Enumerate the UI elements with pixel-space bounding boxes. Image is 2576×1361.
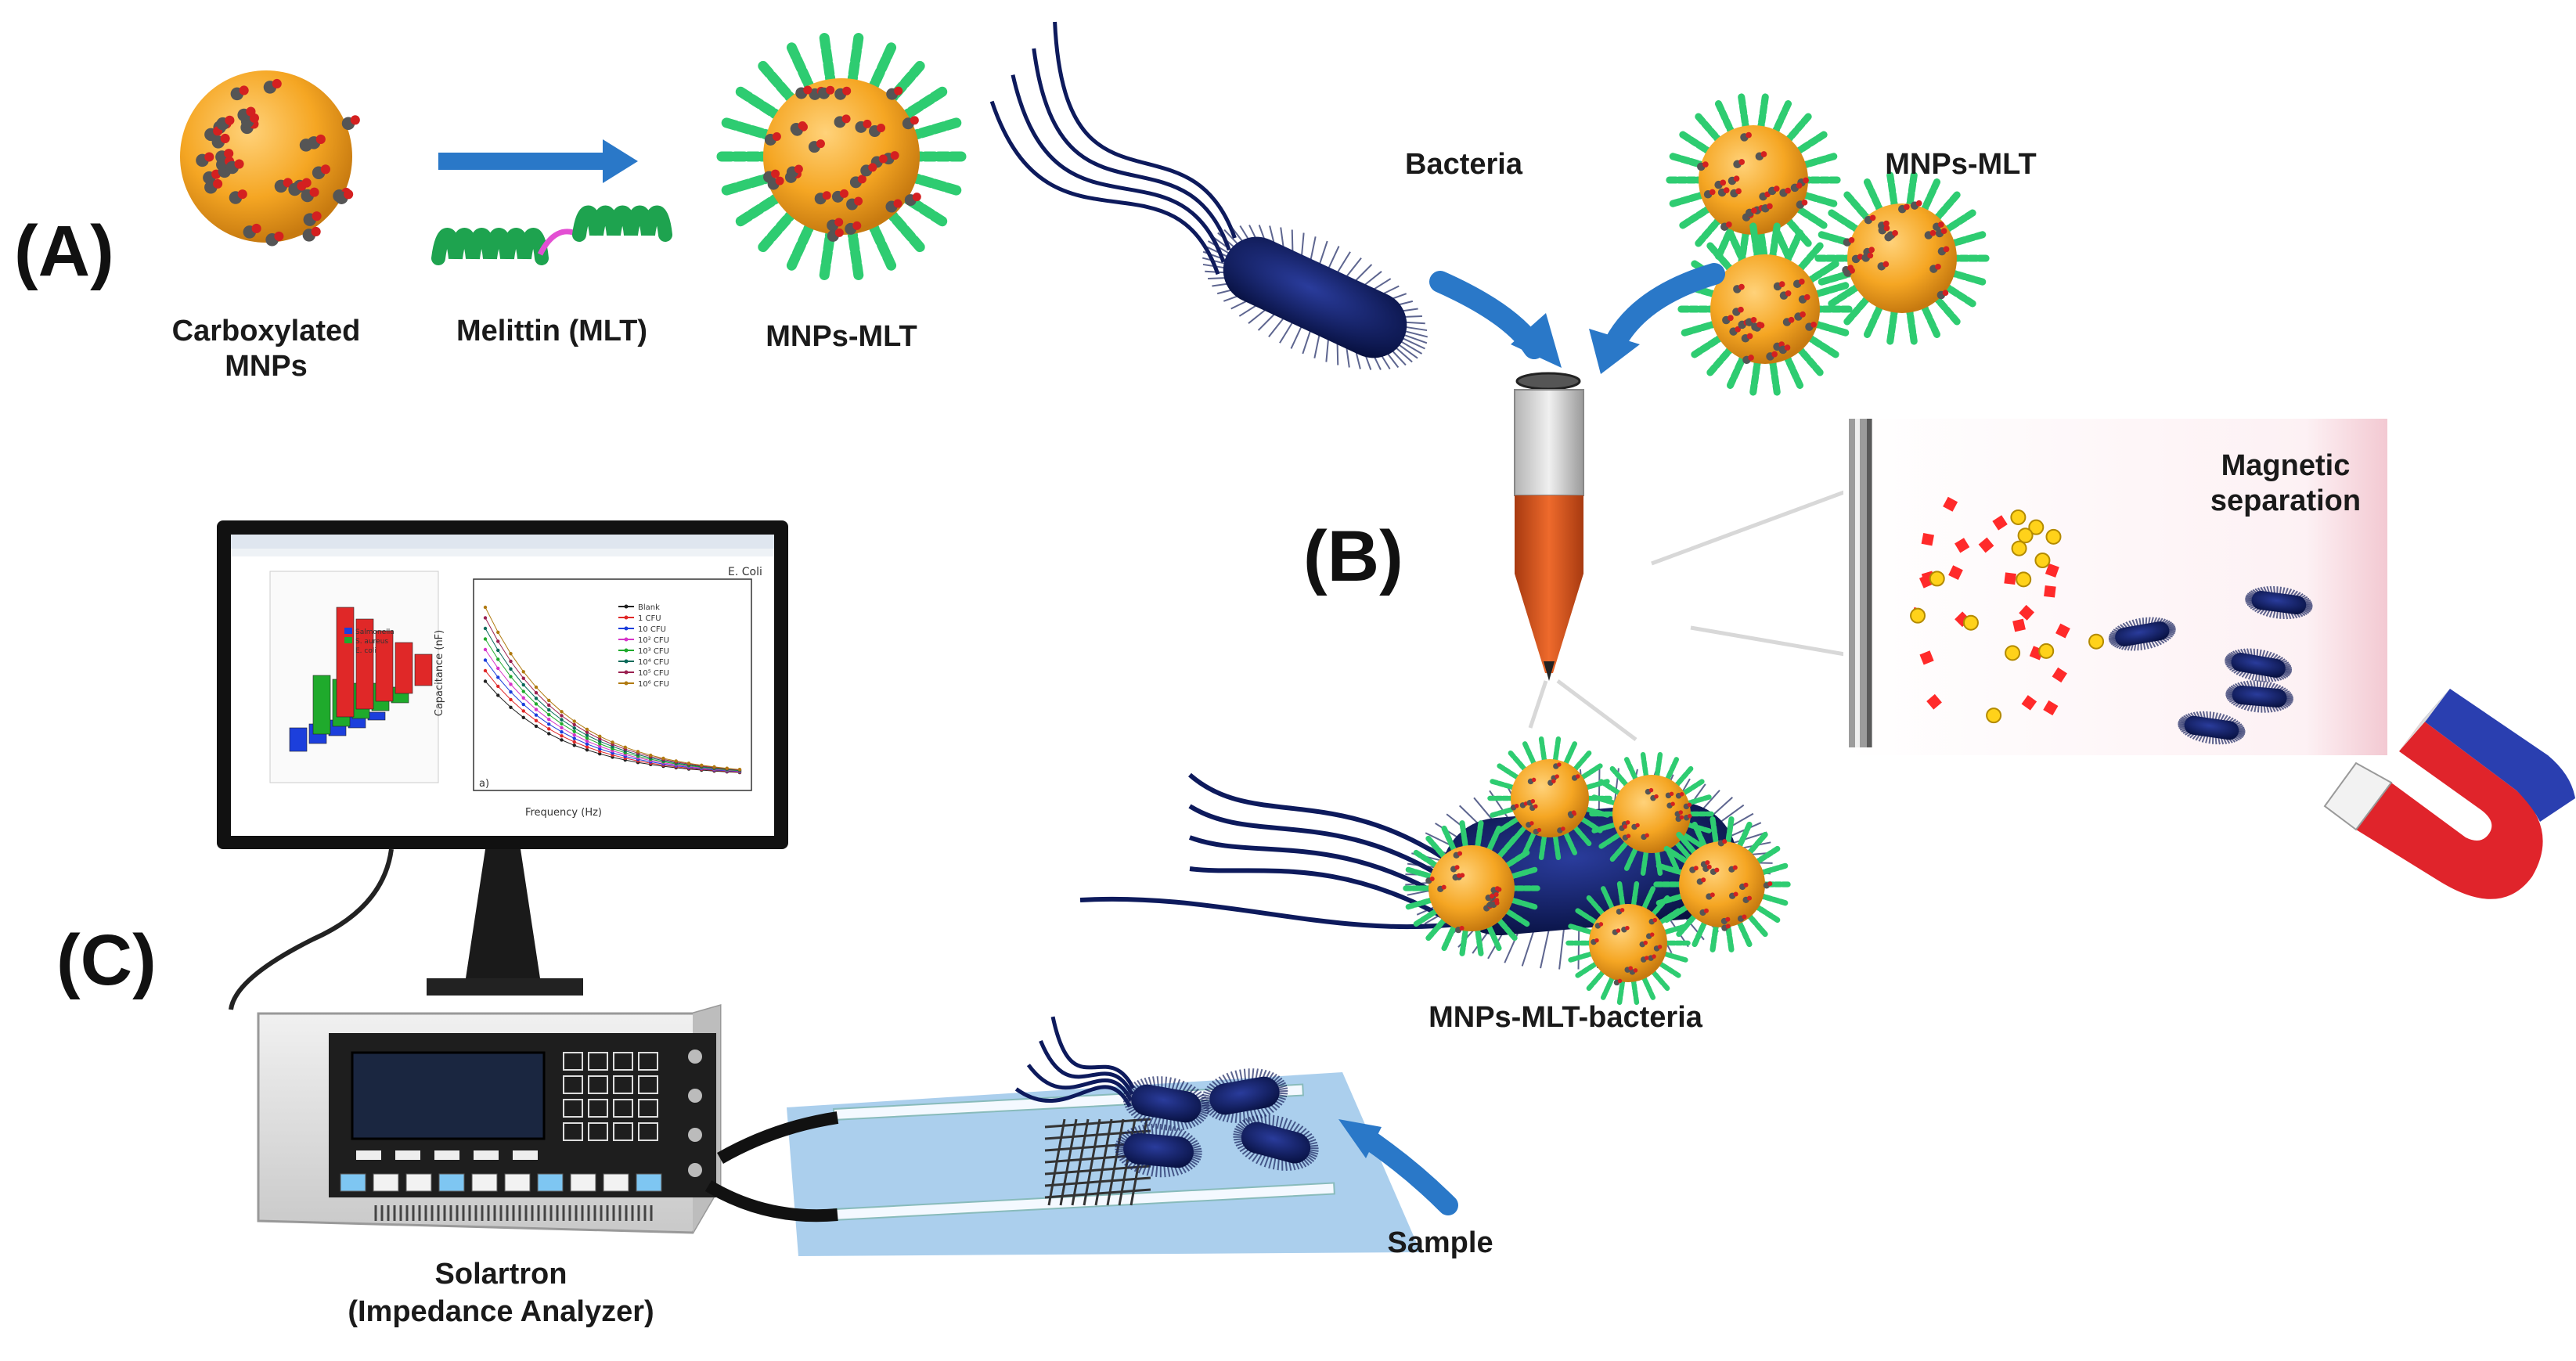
plot-xlabel: Frequency (Hz) <box>525 807 602 819</box>
bacteria-label: Bacteria <box>1405 148 1523 181</box>
impedance-plot <box>473 578 752 791</box>
bar-legend-entry: E. coli <box>355 647 376 655</box>
panel-label-c: (C) <box>56 920 157 1000</box>
mnps-mlt-product-label: MNPs-MLT <box>766 320 917 353</box>
bar-legend-entry: Salmonella <box>355 628 395 636</box>
carboxylated-mnp-icon <box>180 70 360 247</box>
panel-label-a: (A) <box>14 211 114 291</box>
analyzer-label-line1: Solartron <box>435 1258 567 1291</box>
mnps-mlt-icon <box>715 31 968 282</box>
sample-label: Sample <box>1387 1226 1493 1259</box>
panel-label-b: (B) <box>1303 517 1403 596</box>
magnetic-label-line2: separation <box>2210 484 2361 517</box>
mnps-mlt-bacteria-complex-icon <box>1079 736 1792 1006</box>
magnet-icon <box>2323 689 2575 899</box>
carboxylated-label-line2: MNPs <box>225 350 308 383</box>
plot-legend-entry: Blank <box>638 603 660 612</box>
complex-label: MNPs-MLT-bacteria <box>1429 1001 1703 1034</box>
plot-legend-entry: 10⁵ CFU <box>638 669 669 678</box>
bar-legend-entry: S. aureus <box>355 638 388 646</box>
plot-ylabel: Capacitance (nF) <box>434 630 445 716</box>
bar-chart-thumbnail <box>269 571 439 783</box>
mnps-mlt-cluster-icon <box>1664 92 1991 397</box>
zoom-lines <box>1528 483 1864 741</box>
analyzer-label-line2: (Impedance Analyzer) <box>348 1295 654 1328</box>
plot-title: E. Coli <box>728 566 762 578</box>
sample-arrow-icon <box>1338 1119 1458 1215</box>
plot-legend-entry: 10³ CFU <box>638 647 669 656</box>
magnetic-separation-zoom <box>1843 419 2387 755</box>
melittin-label: Melittin (MLT) <box>456 315 647 347</box>
centrifuge-tube-icon <box>1514 372 1584 681</box>
plot-legend-entry: 1 CFU <box>638 614 661 623</box>
plot-legend-entry: 10⁶ CFU <box>638 680 669 689</box>
magnetic-label-line1: Magnetic <box>2221 449 2351 482</box>
monitor-icon <box>217 520 788 996</box>
monitor-cable <box>229 848 394 1010</box>
sensor-chip-icon <box>704 1016 1421 1256</box>
carboxylated-label-line1: Carboxylated <box>172 315 361 347</box>
plot-legend-entry: 10⁴ CFU <box>638 658 669 667</box>
plot-legend-entry: 10² CFU <box>638 636 669 645</box>
reaction-arrow-icon <box>438 139 638 183</box>
plot-legend-entry: 10 CFU <box>638 625 666 634</box>
plot-panel-tag: a) <box>479 778 489 790</box>
impedance-analyzer-icon <box>257 1004 722 1234</box>
mixing-arrows-icon <box>1429 263 1725 374</box>
melittin-helix-icon <box>431 205 672 265</box>
mnps-mlt-cluster-label: MNPs-MLT <box>1885 148 2037 181</box>
bacterium-icon <box>989 21 1429 370</box>
